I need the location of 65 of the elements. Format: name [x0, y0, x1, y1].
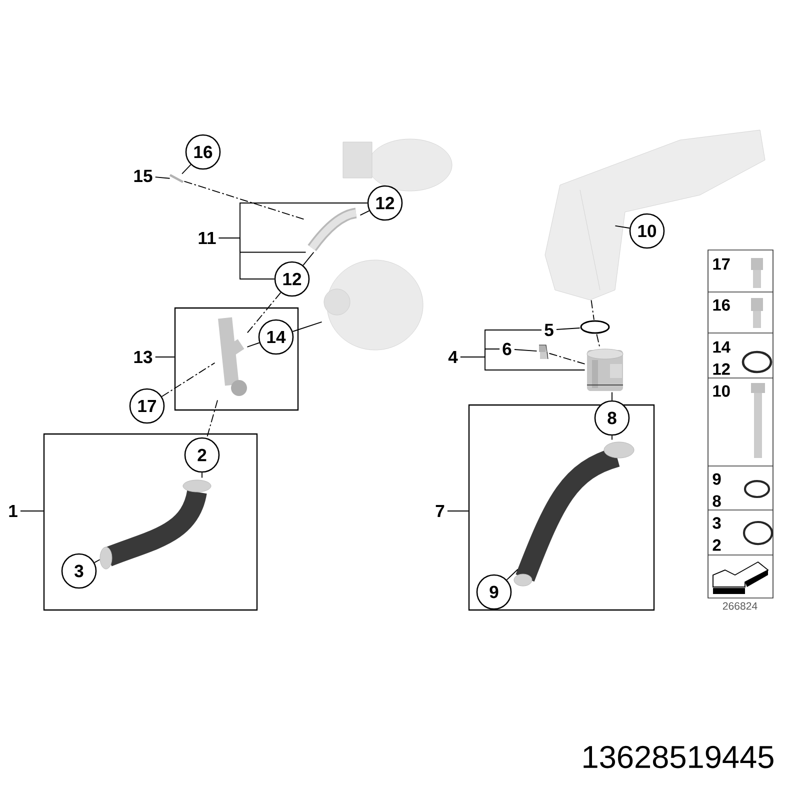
part-number: 12: [713, 363, 730, 375]
leader-line: [590, 300, 594, 320]
group-frame: [174, 307, 299, 411]
group-frame: [43, 433, 258, 611]
leader-line: [206, 400, 218, 438]
callout-number: 17: [129, 388, 165, 424]
callout-number: 14: [258, 319, 294, 355]
callout-number: 4: [448, 350, 458, 364]
callout-number: 11: [198, 232, 216, 244]
callout-number: 2: [184, 437, 220, 473]
callout-number: 12: [367, 185, 403, 221]
part-number: 3: [712, 517, 721, 529]
leader-line: [506, 568, 518, 580]
callout-number: 12: [274, 261, 310, 297]
part-number: 16: [713, 299, 730, 311]
leader-line: [556, 328, 580, 330]
part-number: 9: [712, 473, 721, 485]
leader-line: [460, 356, 586, 370]
callout-number: 10: [629, 213, 665, 249]
group-frame: [468, 404, 655, 611]
leader-line: [614, 225, 630, 229]
hose-drawing: [514, 442, 634, 586]
part-number: 2: [712, 539, 721, 551]
throttle-body-drawing: [586, 348, 624, 391]
callout-number: 1: [9, 504, 18, 518]
leader-line: [360, 210, 370, 216]
leader-line: [20, 510, 44, 512]
callout-number: 16: [185, 134, 221, 170]
callout-number: 15: [134, 170, 152, 182]
callout-number: 8: [594, 400, 630, 436]
callout-number: 7: [436, 504, 444, 518]
callout-number: 3: [61, 553, 97, 589]
leader-line: [154, 356, 175, 358]
callout-number: 6: [502, 342, 512, 356]
pipe-drawing: [308, 208, 357, 252]
leader-line: [246, 292, 282, 334]
leader-line: [596, 334, 600, 348]
leader-line: [302, 252, 314, 266]
leader-line: [154, 176, 170, 179]
callout-number: 5: [544, 324, 554, 336]
leader-line: [292, 322, 322, 332]
leader-line: [161, 362, 216, 397]
part-number: 10: [713, 385, 730, 397]
leader-line: [182, 164, 192, 174]
intake-manifold-drawing: [544, 130, 766, 300]
leader-line: [246, 342, 260, 348]
part-number: 17: [713, 258, 730, 270]
part-number: 8: [712, 495, 721, 507]
part-number: 14: [713, 341, 730, 353]
diagram-number: 266824: [722, 602, 758, 610]
leader-line: [94, 559, 100, 563]
turbocharger-drawing: [324, 260, 424, 350]
callout-number: 9: [476, 574, 512, 610]
leader-line: [184, 180, 306, 220]
hose-drawing: [100, 480, 212, 570]
pipe-drawing: [218, 317, 247, 396]
o-ring-drawing: [580, 320, 610, 334]
leader-line: [447, 510, 469, 512]
leader-line: [548, 352, 586, 364]
bolt-drawing: [169, 174, 184, 184]
sensor-drawing: [538, 344, 548, 360]
leader-line: [514, 349, 538, 352]
catalog-number: 13628519445: [584, 746, 774, 768]
leader-line: [218, 238, 275, 280]
callout-number: 13: [134, 350, 152, 364]
